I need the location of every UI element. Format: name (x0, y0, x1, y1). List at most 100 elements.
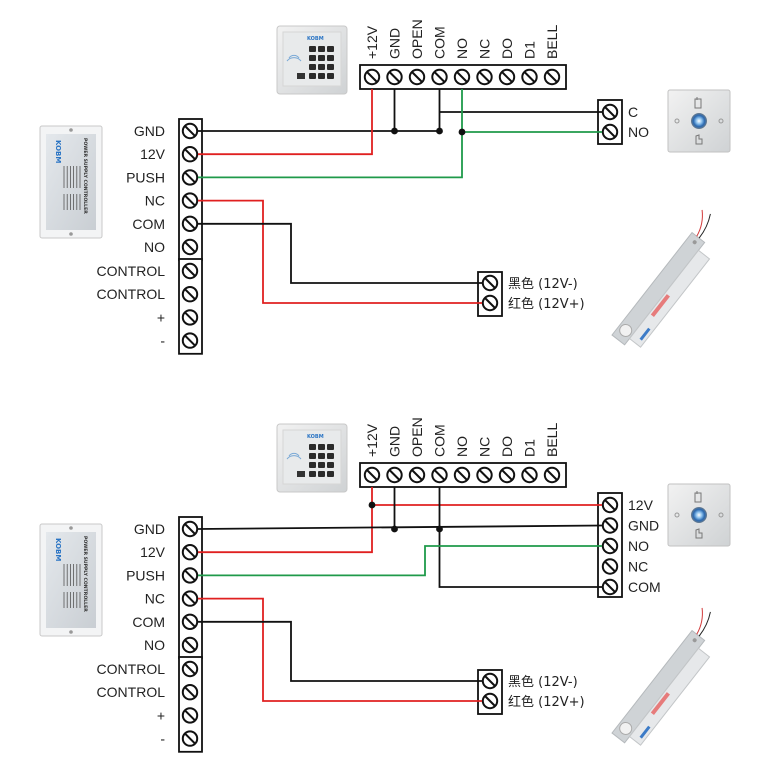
button-terminal-label: COM (628, 579, 661, 595)
ac-terminal-com (431, 466, 448, 484)
psu-terminal-gnd (181, 520, 199, 538)
button-terminal-label: 12V (628, 497, 654, 513)
ac-terminal-bell (543, 466, 561, 484)
access-controller-image: KOBM (276, 25, 348, 95)
ac-terminal-label: OPEN (409, 19, 425, 59)
ac-terminal-d1 (521, 68, 538, 86)
psu-label: POWER SUPPLY CONTROLLER (82, 138, 88, 214)
wire-psu-push (198, 545, 602, 577)
ac-terminal-label: COM (432, 26, 448, 59)
lock-terminal-label: 红色 (12V+) (508, 694, 585, 710)
ac-terminal-label: BELL (544, 25, 560, 59)
screw-slot (456, 71, 468, 83)
screw-slot (184, 311, 196, 324)
rfid-icon (286, 54, 302, 62)
screw-hole-icon (674, 512, 680, 518)
psu-terminal-label: COM (132, 614, 165, 630)
psu-terminal-push (181, 169, 199, 186)
screw-slot (184, 241, 196, 253)
wire-psu-12v (198, 487, 373, 554)
lock-terminal-label: 黑色 (12V-) (508, 276, 578, 292)
screw-slot (433, 469, 446, 481)
junction-dot (391, 127, 398, 135)
lock-body (628, 249, 711, 348)
wire-psu-nc-lock (198, 199, 482, 304)
psu-label: POWER SUPPLY CONTROLLER (82, 536, 88, 612)
junction-dot (368, 501, 376, 509)
wire-psu-push (198, 89, 463, 179)
screw-hole-icon (692, 240, 697, 245)
screw-slot (411, 71, 423, 83)
brand-logo: KOBM (307, 434, 324, 440)
keypad-key (297, 73, 305, 79)
screw-slot (184, 663, 196, 675)
psu-terminal-com (181, 613, 199, 630)
screw-slot (456, 469, 468, 481)
ac-terminal-label: GND (387, 28, 403, 59)
psu-terminal-label: 12V (140, 544, 166, 560)
screw-slot (478, 71, 491, 83)
brand-logo: KOBM (54, 538, 62, 561)
screw-slot (604, 519, 616, 532)
screw-hole-icon (69, 630, 73, 634)
junction-dot (436, 525, 443, 533)
psu-terminal-label: NO (144, 239, 165, 255)
keypad-key (309, 453, 316, 459)
psu-aux-terminal-block (178, 258, 203, 355)
keypad-key (318, 462, 325, 468)
screw-slot (478, 469, 491, 481)
ac-terminal-label: OPEN (409, 417, 425, 457)
screw-slot (184, 218, 196, 230)
psu-terminal-nc (181, 590, 199, 607)
keypad-key (309, 462, 316, 468)
psu-terminal-label: NO (144, 637, 165, 653)
ac-terminal-12v (363, 68, 381, 86)
psu-aux-terminal (181, 684, 199, 701)
button-terminal-12v (601, 496, 619, 514)
psu-terminal-12v (181, 146, 199, 163)
lock-label (650, 294, 670, 318)
screw-slot (184, 592, 196, 605)
ac-terminal-no (453, 466, 471, 484)
screw-slot (184, 334, 196, 347)
screw-slot (523, 71, 536, 83)
psu-terminal-label: PUSH (126, 567, 165, 583)
psu-terminal-no (181, 636, 199, 654)
keypad-key (309, 46, 316, 52)
keypad-key (327, 444, 334, 450)
ac-terminal-gnd (386, 68, 403, 86)
keypad-key (318, 64, 325, 70)
screw-hole-icon (674, 118, 680, 124)
junction-dot (458, 128, 466, 136)
keypad-key (327, 453, 334, 459)
keypad-key (318, 55, 325, 61)
psu-terminal-label: NC (145, 591, 165, 607)
button-terminal-label: NO (628, 538, 649, 554)
ac-terminal-label: DO (499, 436, 515, 457)
ac-terminal-d1 (521, 466, 538, 484)
screw-slot (184, 171, 196, 184)
brand-logo (639, 725, 651, 739)
keypad-key (327, 462, 334, 468)
ac-terminal-label: COM (432, 424, 448, 457)
screw-slot (184, 709, 196, 722)
keypad-key (297, 471, 305, 477)
push-button-icon (691, 507, 707, 523)
ac-terminal-label: NO (454, 436, 470, 457)
screw-slot (484, 695, 496, 707)
lock-bolt (619, 323, 633, 337)
button-terminal-com (601, 578, 619, 596)
screw-hole-icon (69, 526, 73, 530)
wire-psu-com-lock (198, 620, 482, 682)
psu-terminal-12v (181, 544, 199, 561)
psu-aux-terminal (181, 262, 199, 280)
psu-terminal-label: 12V (140, 146, 166, 162)
keypad-key (318, 46, 325, 52)
screw-slot (604, 499, 616, 511)
psu-aux-terminal-label: CONTROL (97, 684, 166, 700)
screw-slot (604, 106, 616, 118)
door-icon (694, 491, 702, 503)
lock-terminal-label: 黑色 (12V-) (508, 674, 578, 690)
